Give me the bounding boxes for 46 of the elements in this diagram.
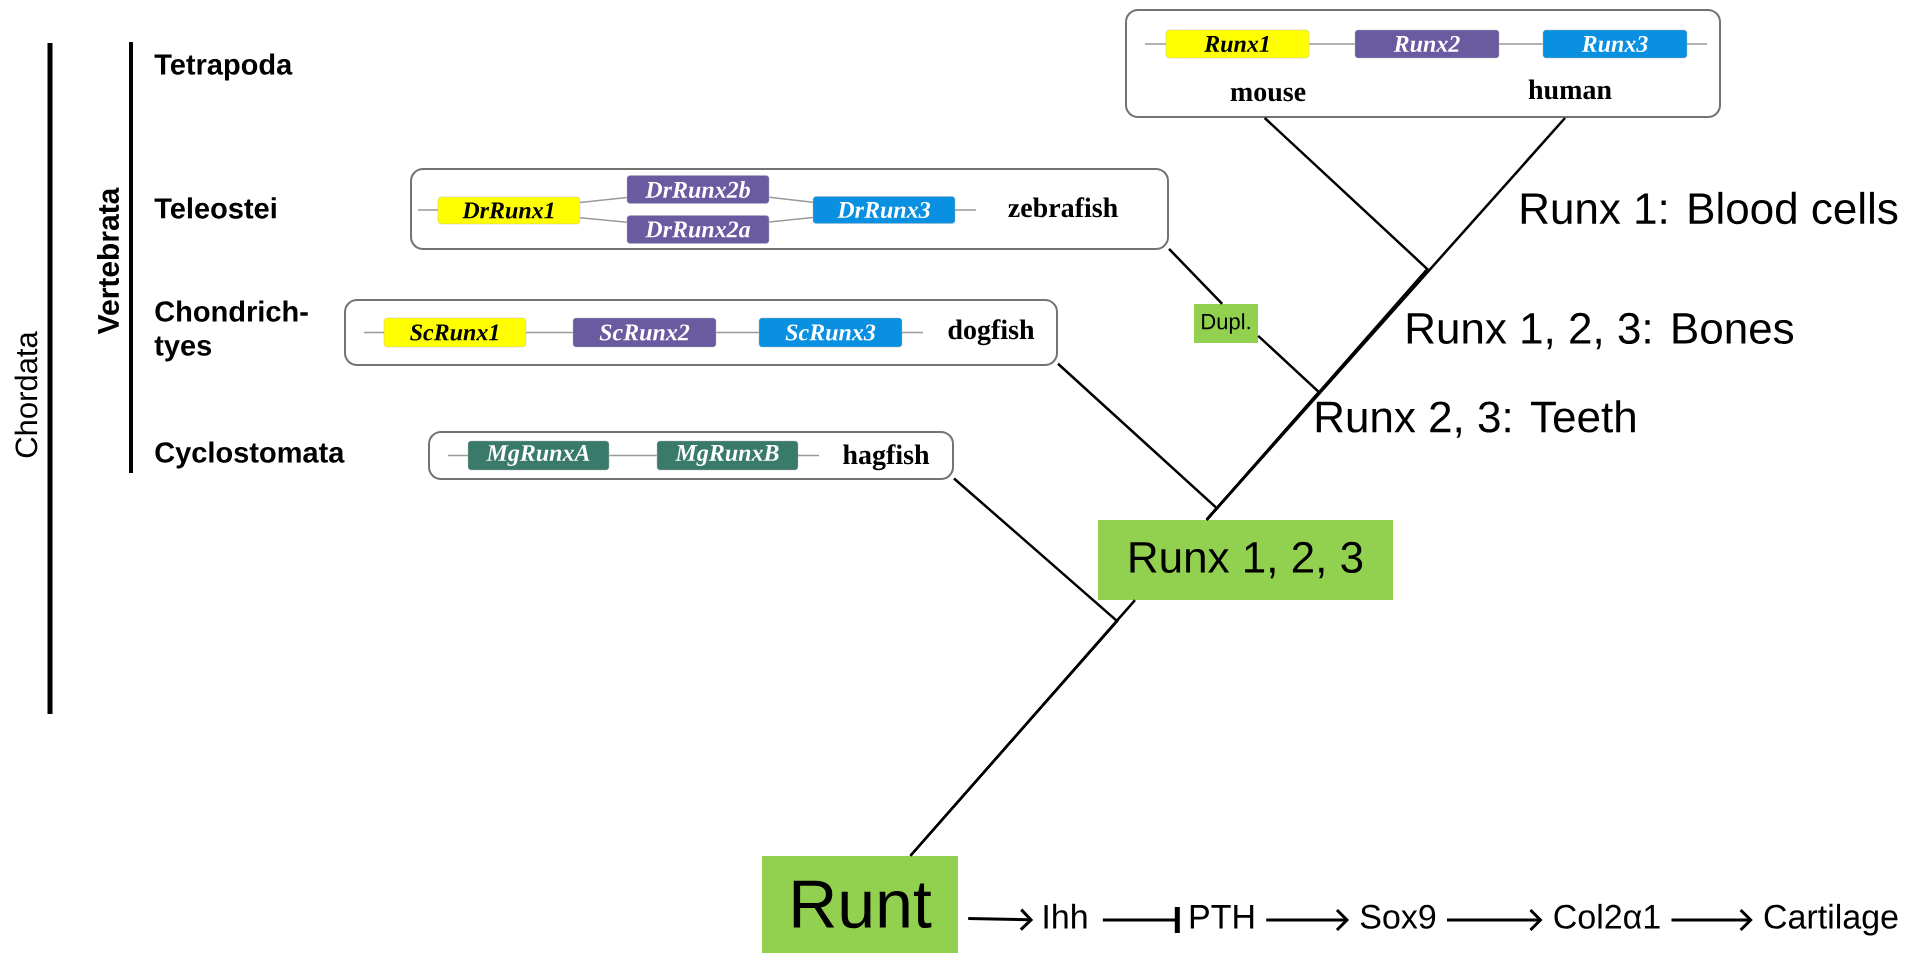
highlight-box: Runt — [762, 856, 958, 953]
gene-box: DrRunx2b — [626, 175, 770, 204]
gene-box: Runx2 — [1354, 29, 1500, 59]
gene-box: MgRunxB — [656, 440, 799, 471]
gene-box: ScRunx3 — [758, 317, 903, 348]
locus-line — [768, 216, 814, 223]
tree-branch — [1168, 248, 1224, 305]
pathway-text: Cartilage — [1764, 903, 1898, 936]
tree-branch — [909, 477, 1119, 857]
pathway-text: Col2α1 — [1554, 903, 1660, 929]
gene-box: ScRunx1 — [383, 317, 527, 348]
inhibition-arrow — [1102, 907, 1180, 933]
gene-box: DrRunx1 — [437, 196, 581, 225]
gene-box: DrRunx3 — [812, 196, 956, 224]
annotation-text: Runx 1, 2, 3: Bones — [1407, 312, 1794, 350]
locus-line — [608, 454, 658, 457]
locus-line — [525, 331, 574, 334]
gene-box: Runx1 — [1165, 29, 1310, 59]
annotation-text: Runx 2, 3: Teeth — [1316, 400, 1635, 438]
locus-line — [1498, 43, 1544, 45]
arrow — [1671, 908, 1753, 932]
gene-box: Runx3 — [1542, 29, 1688, 59]
pathway-text: Ihh — [1044, 903, 1087, 929]
highlight-box: Dupl. — [1194, 304, 1258, 343]
locus-line — [579, 216, 628, 224]
highlight-box: Runx 1, 2, 3 — [1098, 520, 1393, 600]
arrow — [1266, 908, 1350, 932]
locus-line — [768, 196, 814, 203]
arrow — [968, 908, 1034, 931]
group-label: Chordata — [14, 331, 38, 458]
gene-box: MgRunxA — [467, 440, 610, 471]
gene-box: ScRunx2 — [572, 317, 717, 348]
taxon-label: Teleostei — [154, 197, 276, 219]
gene-box: DrRunx2a — [626, 215, 770, 244]
locus-line — [715, 331, 760, 334]
annotation-text: Runx 1: Blood cells — [1521, 191, 1898, 225]
tree-branch — [1205, 117, 1566, 521]
taxon-label: Chondrich- tyes — [154, 300, 308, 362]
pathway-text: PTH — [1190, 905, 1254, 929]
locus-line — [579, 196, 628, 204]
group-label: Vertebrata — [97, 187, 120, 335]
locus-line — [1308, 43, 1356, 45]
taxon-label: Cyclostomata — [155, 441, 345, 469]
taxon-label: Tetrapoda — [154, 53, 293, 81]
arrow — [1446, 908, 1543, 932]
pathway-text: Sox9 — [1360, 904, 1436, 929]
